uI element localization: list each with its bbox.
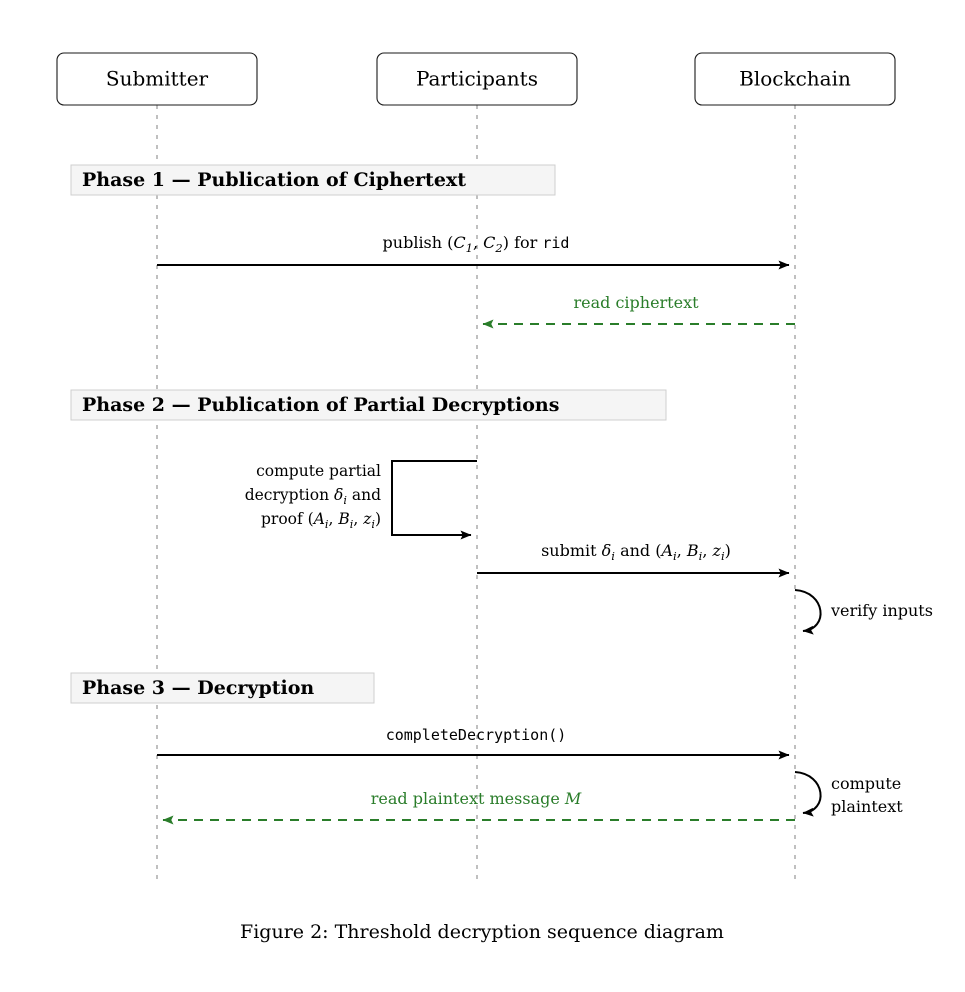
actor-box-submitter[interactable]: [56, 52, 258, 106]
message-label-read-plaintext: read plaintext message M: [371, 789, 582, 808]
actor-submitter[interactable]: Submitter: [56, 52, 258, 106]
selfcall-loop-verify-inputs[interactable]: [794, 589, 822, 635]
phase-labels: Phase 1 — Publication of Ciphertext Phas…: [70, 164, 667, 704]
actor-blockchain[interactable]: Blockchain: [694, 52, 896, 106]
selfcall-compute-partial-decryption[interactable]: compute partial decryption δi and proof …: [245, 460, 477, 540]
actor-box-participants[interactable]: [376, 52, 578, 106]
selfcall-label-compute-plaintext-line-1: compute: [831, 774, 901, 793]
actor-label-blockchain: Blockchain: [739, 67, 851, 91]
phase-box-1: [70, 164, 556, 196]
phase-label-3: Phase 3 — Decryption: [82, 677, 314, 699]
message-label-publish-ciphertext: publish (C1, C2) for rid: [383, 233, 570, 255]
phase-box-2: [70, 389, 667, 421]
selfcall-compute-plaintext[interactable]: compute plaintext: [794, 771, 903, 817]
selfcall-verify-inputs[interactable]: verify inputs: [794, 589, 933, 635]
actor-label-participants: Participants: [416, 67, 538, 91]
selfcall-note-line-3: proof (Ai, Bi, zi): [261, 510, 381, 531]
phase-label-2: Phase 2 — Publication of Partial Decrypt…: [82, 394, 559, 416]
selfcall-note-line-1: compute partial: [256, 462, 381, 480]
figure-caption: Figure 2: Threshold decryption sequence …: [240, 921, 724, 943]
message-submit-partial-decryption[interactable]: submit δi and (Ai, Bi, zi): [477, 541, 790, 578]
message-read-plaintext[interactable]: read plaintext message M: [162, 789, 795, 825]
actor-participants[interactable]: Participants: [376, 52, 578, 106]
message-complete-decryption[interactable]: completeDecryption(): [157, 726, 790, 760]
selfcall-bracket-compute-partial-decryption[interactable]: [391, 460, 477, 540]
message-label-submit-partial-decryption: submit δi and (Ai, Bi, zi): [541, 541, 731, 563]
message-label-complete-decryption: completeDecryption(): [386, 726, 567, 744]
actor-box-blockchain[interactable]: [694, 52, 896, 106]
phase-box-3: [70, 672, 375, 704]
phase-1: Phase 1 — Publication of Ciphertext: [70, 164, 556, 196]
selfcall-loop-compute-plaintext[interactable]: [794, 771, 822, 817]
actor-label-submitter: Submitter: [106, 67, 209, 91]
selfcall-label-verify-inputs: verify inputs: [830, 601, 933, 620]
message-label-read-ciphertext: read ciphertext: [573, 293, 699, 312]
phase-label-1: Phase 1 — Publication of Ciphertext: [82, 169, 466, 191]
message-publish-ciphertext[interactable]: publish (C1, C2) for rid: [157, 233, 790, 270]
selfcall-note-line-2: decryption δi and: [245, 486, 381, 507]
phase-3: Phase 3 — Decryption: [70, 672, 375, 704]
message-read-ciphertext[interactable]: read ciphertext: [482, 293, 795, 329]
selfcall-label-compute-plaintext-line-2: plaintext: [831, 797, 903, 816]
phase-2: Phase 2 — Publication of Partial Decrypt…: [70, 389, 667, 421]
actor-headers: Submitter Participants Blockchain: [56, 52, 896, 106]
